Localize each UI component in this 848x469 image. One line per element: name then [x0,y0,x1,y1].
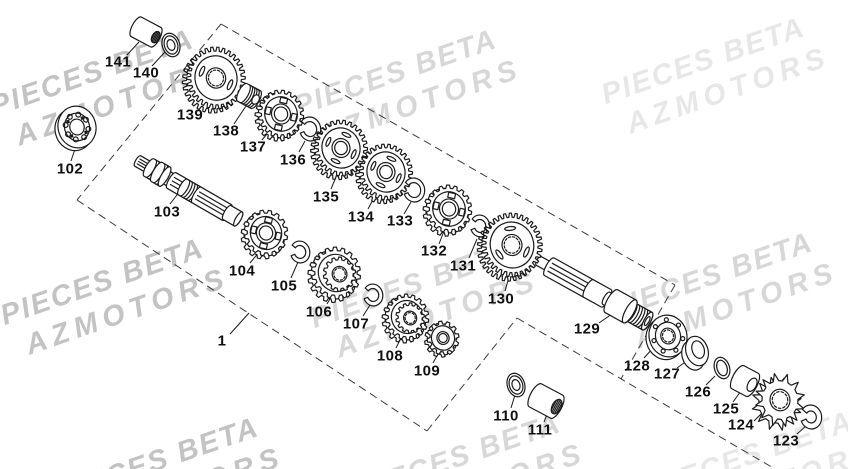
part-drawing-125 [729,364,761,398]
part-label-102: 102 [56,160,84,178]
part-drawing-124 [751,372,805,431]
part-label-132: 132 [420,242,448,260]
part-label-107: 107 [342,315,370,333]
part-label-108: 108 [376,347,404,365]
part-label-126: 126 [684,383,712,401]
part-drawing-103 [133,155,244,227]
part-label-141: 141 [104,53,132,71]
part-label-138: 138 [212,122,240,140]
part-drawing-141 [129,16,163,48]
part-drawing-109 [424,320,460,358]
part-label-124: 124 [727,416,755,434]
part-drawing-138 [236,82,262,110]
part-label-140: 140 [132,64,160,82]
part-drawing-133 [403,177,426,203]
part-label-109: 109 [413,362,441,380]
part-drawing-136 [299,116,322,142]
part-drawing-140 [161,32,181,58]
part-label-133: 133 [386,212,414,230]
part-label-139: 139 [176,106,204,124]
part-label-127: 127 [653,365,681,383]
part-label-104: 104 [228,262,256,280]
part-drawing-137 [254,89,305,142]
part-drawing-111 [527,383,565,419]
part-label-106: 106 [305,303,333,321]
part-drawing-123 [800,404,823,430]
part-label-111: 111 [527,421,553,439]
part-label-110: 110 [493,407,519,425]
part-drawing-129 [535,255,654,331]
part-label-136: 136 [279,151,307,169]
part-drawing-130 [476,212,543,282]
part-label-123: 123 [772,432,800,450]
part-label-105: 105 [270,277,298,295]
part-label-135: 135 [312,188,340,206]
part-drawing-108 [381,293,430,344]
part-label-103: 103 [153,203,181,221]
part-drawing-110 [506,372,526,398]
assembly-outline-main [76,23,676,432]
part-drawing-135 [310,119,369,181]
part-label-134: 134 [347,208,375,226]
part-drawing-132 [422,184,473,237]
part-label-137: 137 [239,138,267,156]
part-drawing-105 [290,240,311,264]
assembly-outline-secondary [426,317,776,469]
part-label-130: 130 [487,290,515,308]
part-drawing-131 [470,214,491,238]
part-label-128: 128 [623,357,651,375]
part-drawing-134 [355,143,414,205]
part-drawing-102 [54,105,97,152]
part-drawing-139 [181,46,246,114]
part-drawing-106 [307,246,362,303]
part-label-1: 1 [217,332,227,350]
part-label-125: 125 [712,400,740,418]
part-drawing-128 [645,314,688,361]
part-label-131: 131 [449,257,477,275]
part-label-129: 129 [573,320,601,338]
part-drawing-127 [681,335,710,371]
part-drawing-104 [240,209,289,260]
part-drawing-107 [363,283,384,307]
part-drawing-126 [713,356,731,380]
